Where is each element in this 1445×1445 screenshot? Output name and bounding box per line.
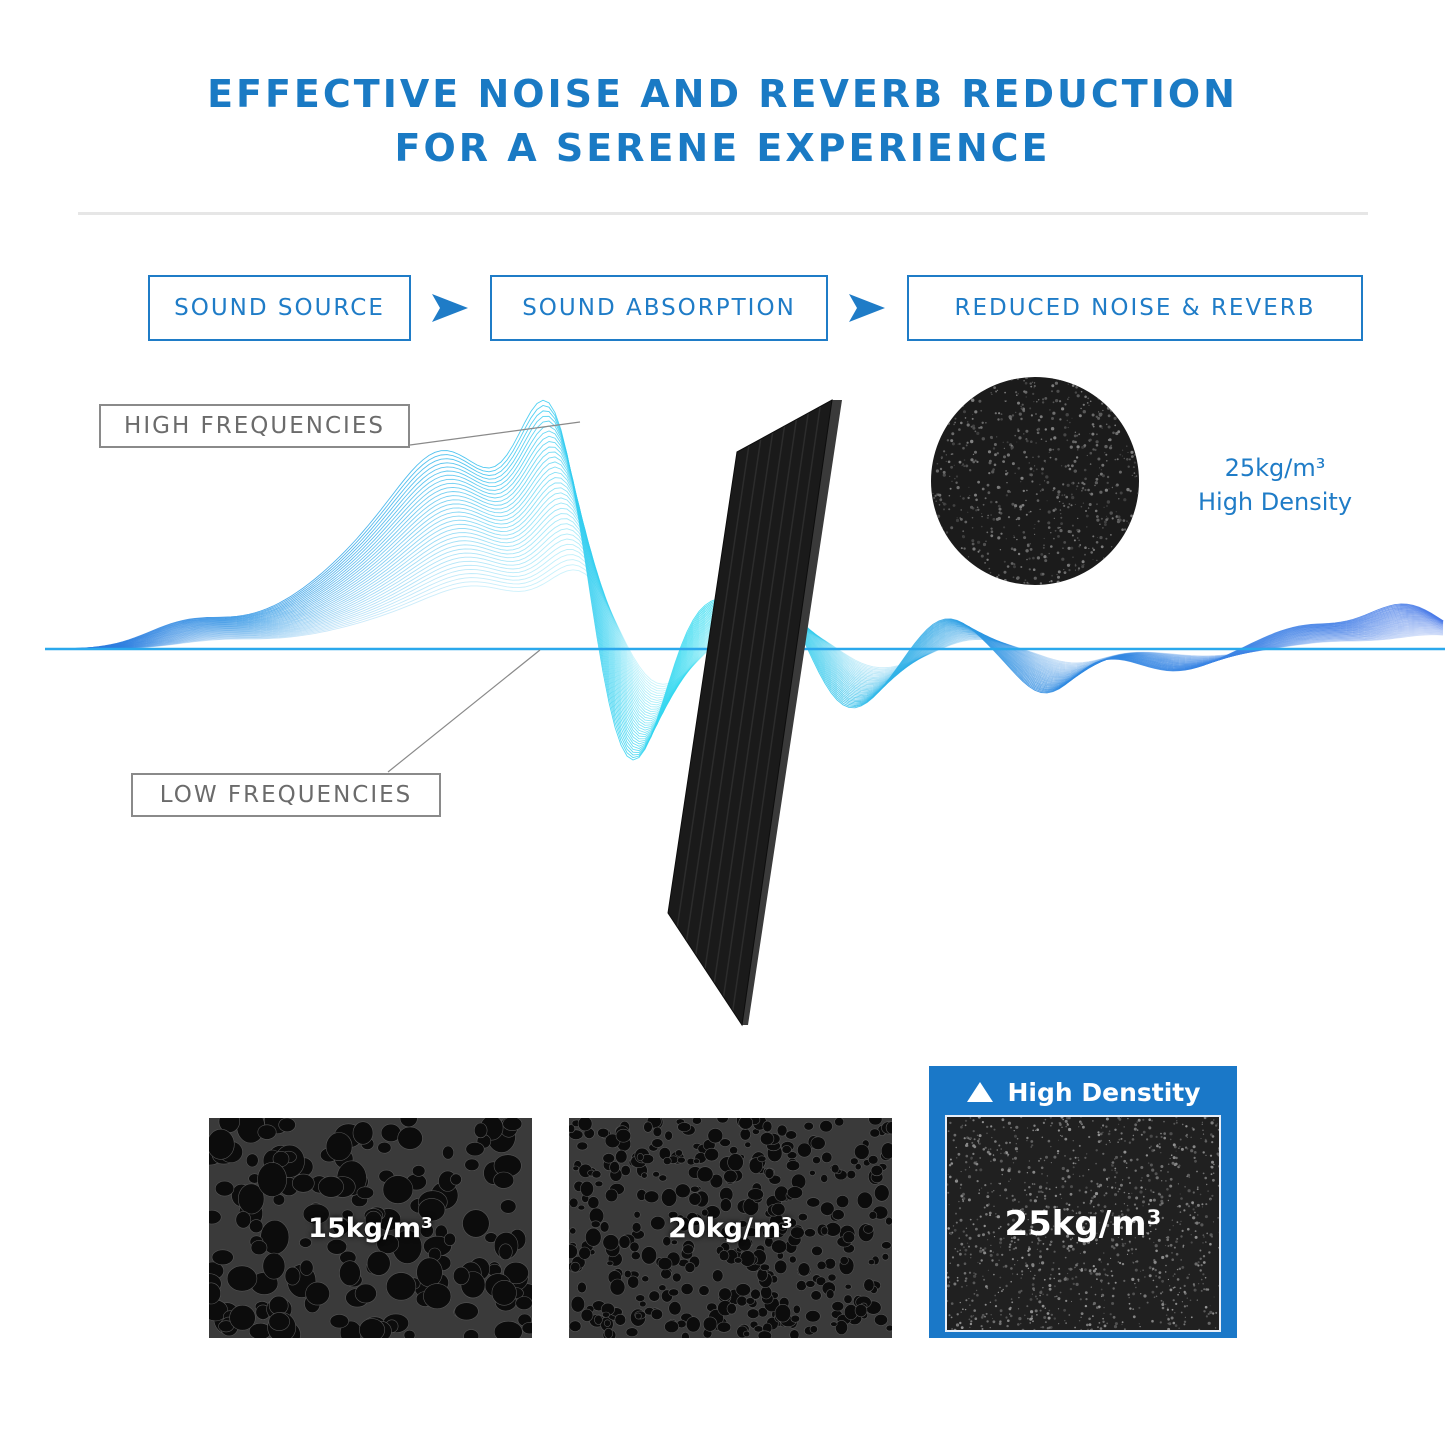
flow-step-sound-source: SOUND SOURCE bbox=[148, 275, 411, 341]
foam-texture-circle bbox=[931, 377, 1139, 585]
foam-swatch-20: 20kg/m³ bbox=[569, 1118, 892, 1338]
headline-line-2: FOR A SERENE EXPERIENCE bbox=[394, 126, 1051, 170]
arrow-right-icon bbox=[432, 294, 468, 322]
foam-swatch-15: 15kg/m³ bbox=[209, 1118, 532, 1338]
sound-wave-illustration bbox=[44, 399, 1445, 1027]
label-low-frequencies: LOW FREQUENCIES bbox=[131, 773, 441, 817]
flow-step-reduced-noise: REDUCED NOISE & REVERB bbox=[907, 275, 1363, 341]
divider bbox=[78, 212, 1368, 215]
foam-swatch-25: 25kg/m³ bbox=[945, 1115, 1221, 1332]
flow-step-sound-absorption: SOUND ABSORPTION bbox=[490, 275, 828, 341]
label-high-frequencies: HIGH FREQUENCIES bbox=[99, 404, 410, 448]
swatch-label-15: 15kg/m³ bbox=[308, 1212, 433, 1244]
swatch-label-20: 20kg/m³ bbox=[668, 1212, 793, 1244]
acoustic-panel bbox=[667, 399, 842, 1027]
density-value: 25kg/m³ bbox=[1224, 454, 1326, 482]
density-label: High Density bbox=[1197, 488, 1353, 516]
high-density-title: High Denstity bbox=[1007, 1077, 1201, 1107]
arrow-right-icon bbox=[849, 294, 885, 322]
triangle-up-icon bbox=[967, 1082, 994, 1102]
swatch-label-25: 25kg/m³ bbox=[1004, 1203, 1162, 1244]
headline-line-1: EFFECTIVE NOISE AND REVERB REDUCTION bbox=[207, 72, 1238, 116]
high-density-header: High Denstity bbox=[929, 1072, 1237, 1112]
